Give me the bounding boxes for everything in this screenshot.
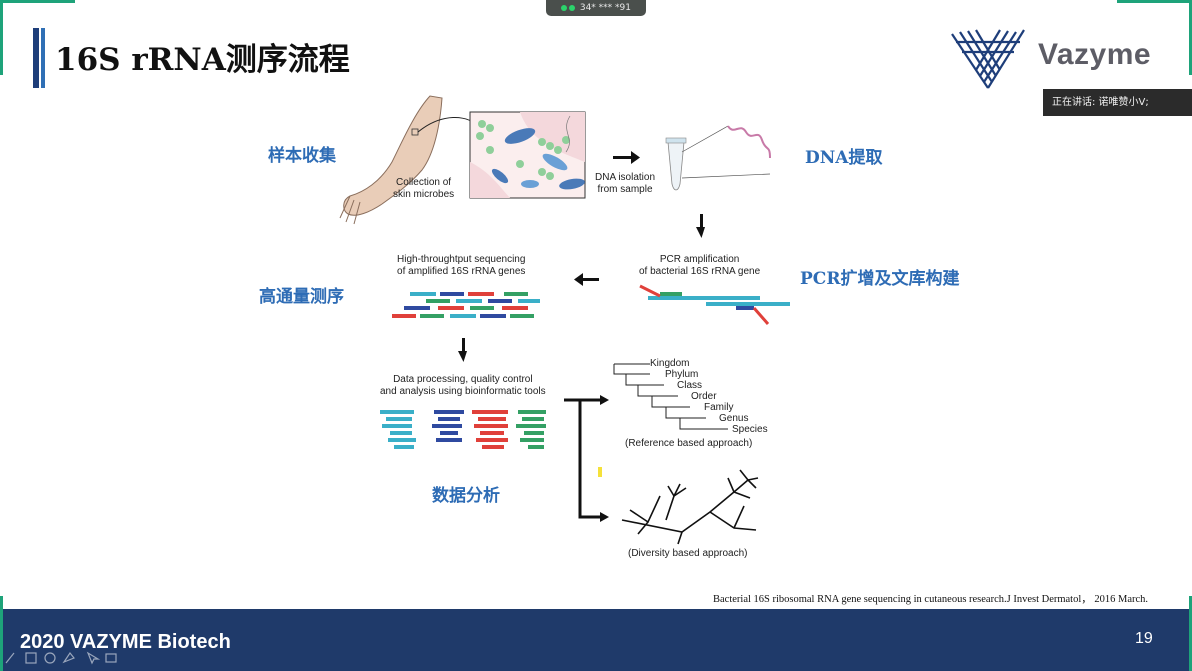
- corner-accent-bottom-right: [1189, 596, 1192, 671]
- cursor-marker: [598, 467, 602, 477]
- speaking-indicator: 正在讲话: 诺唯赞小V;: [1043, 89, 1192, 116]
- arrow-right-icon: [600, 512, 609, 522]
- analysis-bracket: [564, 398, 600, 519]
- zoom-icon: [44, 652, 56, 664]
- vazyme-logo: Vazyme: [950, 28, 1165, 90]
- taxonomy-label: Phylum: [665, 369, 699, 380]
- meeting-status-pill[interactable]: 34* *** *91: [546, 0, 646, 16]
- slides-icon: [25, 652, 37, 664]
- caller-id: 34* *** *91: [579, 3, 631, 13]
- page-number: 19: [1135, 630, 1153, 647]
- footer-company: 2020 VAZYME Biotech: [20, 631, 231, 653]
- corner-accent-top-left: [0, 0, 75, 3]
- presenter-toolbar[interactable]: [4, 650, 119, 666]
- arrow-right-icon: [600, 395, 609, 405]
- arrow-down-icon: [458, 338, 467, 362]
- citation: Bacterial 16S ribosomal RNA gene sequenc…: [713, 594, 1149, 605]
- signal-icon: [568, 4, 575, 11]
- tube-illustration: [665, 125, 771, 191]
- toolbar-icons: [5, 651, 117, 665]
- taxonomy-label: Kingdom: [650, 358, 690, 369]
- title-accent-bar: [33, 28, 39, 88]
- page-title: 16S rRNA测序流程: [55, 42, 350, 78]
- step-label-seq: 高通量测序: [259, 287, 344, 307]
- arrow-down-icon: [696, 214, 705, 238]
- diversity-tree: [621, 469, 759, 545]
- corner-accent-bottom-left: [0, 596, 3, 671]
- caption-diversity-approach: (Diversity based approach): [628, 548, 748, 559]
- corner-accent-top-right-v: [1189, 0, 1192, 75]
- signal-icon: [560, 4, 567, 11]
- corner-accent-top-right: [1117, 0, 1192, 3]
- corner-accent-top-left-v: [0, 0, 3, 75]
- pointer-icon: [86, 651, 101, 665]
- caption-dna-isolation: DNA isolation from sample: [595, 172, 656, 195]
- brand-name: Vazyme: [1038, 38, 1152, 71]
- caption-pcr: PCR amplification of bacterial 16S rRNA …: [639, 254, 761, 277]
- screen-icon: [105, 653, 117, 663]
- taxonomy-label: Species: [732, 424, 768, 435]
- taxonomy-label: Order: [691, 391, 717, 402]
- caption-data-processing: Data processing, quality control and ana…: [380, 374, 546, 397]
- step-label-analysis: 数据分析: [432, 486, 500, 506]
- taxonomy-label: Genus: [719, 413, 749, 424]
- pcr-strands: [639, 284, 814, 325]
- vazyme-logo-mark-icon: [951, 29, 1025, 89]
- footer-band: [0, 609, 1192, 671]
- sequencing-reads: [392, 292, 540, 318]
- taxonomy-label: Class: [677, 380, 703, 391]
- microbe-box: [469, 111, 586, 199]
- caption-hts: High-throughtput sequencing of amplified…: [397, 254, 526, 277]
- analysis-bars: [380, 410, 546, 449]
- step-label-sample: 样本收集: [268, 146, 336, 166]
- step-label-pcr: PCR扩增及文库构建: [800, 269, 960, 289]
- eraser-icon: [62, 651, 75, 664]
- caption-reference-approach: (Reference based approach): [625, 438, 753, 449]
- pen-icon: [5, 652, 15, 664]
- title-accent-bar-secondary: [41, 28, 45, 88]
- taxonomy-tree: [613, 363, 728, 430]
- arrow-left-icon: [574, 273, 599, 286]
- taxonomy-label: Family: [704, 402, 734, 413]
- workflow-figure: Collection of skin microbes DNA isolatio…: [330, 92, 814, 567]
- arrow-right-icon: [613, 151, 640, 164]
- step-label-dna: DNA提取: [805, 148, 883, 168]
- caption-collection: Collection of skin microbes: [393, 177, 455, 200]
- workflow-illustration: [339, 95, 814, 545]
- arm-illustration: [339, 95, 483, 225]
